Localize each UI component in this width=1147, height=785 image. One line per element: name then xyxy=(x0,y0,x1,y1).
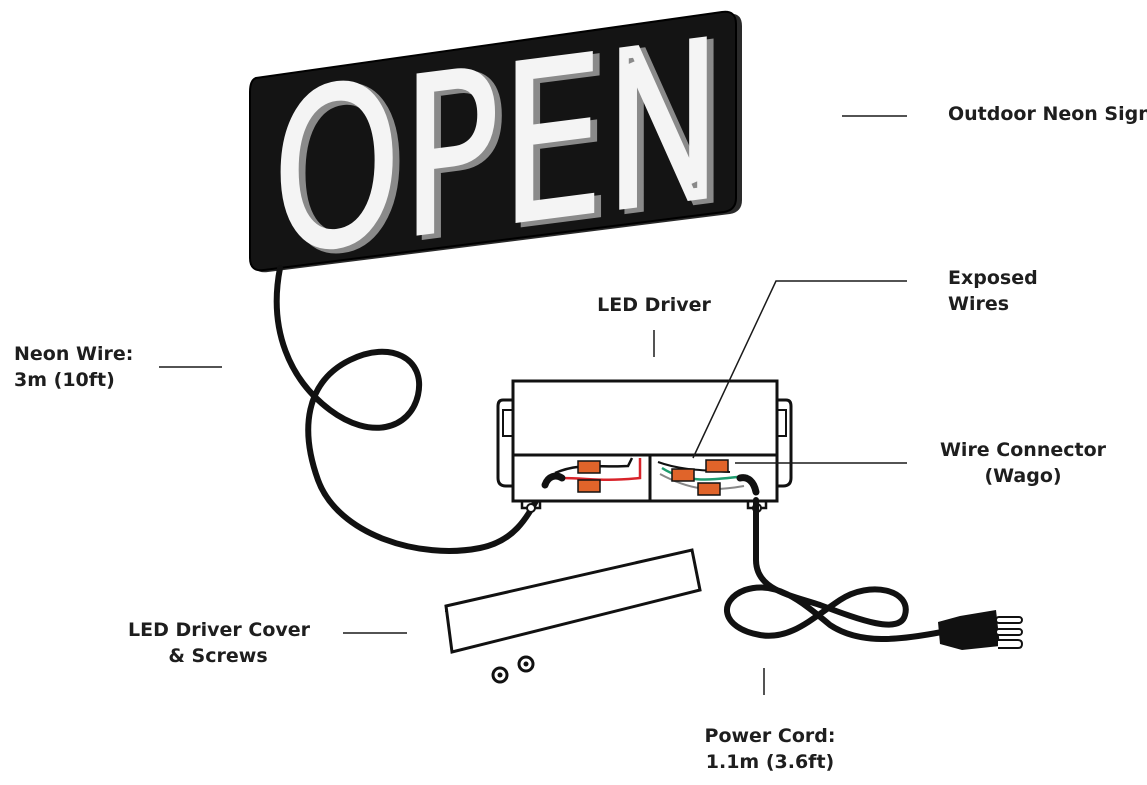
wago-connector xyxy=(577,460,601,474)
wago-connector xyxy=(577,479,601,493)
label-exposed-wires: Exposed Wires xyxy=(948,265,1038,317)
label-text: 3m (10ft) xyxy=(14,369,115,391)
label-text: Wire Connector xyxy=(939,439,1107,461)
label-wire-connector: Wire Connector (Wago) xyxy=(938,437,1108,489)
wago-connector xyxy=(705,459,729,473)
sign-letters-front: OPEN xyxy=(272,0,727,297)
label-text: & Screws xyxy=(168,645,268,667)
label-text: Power Cord: xyxy=(704,725,836,747)
label-text: LED Driver xyxy=(597,294,711,316)
outdoor-neon-sign: OPEN OPEN xyxy=(249,0,742,307)
wago-connector xyxy=(697,482,721,496)
label-led-driver: LED Driver xyxy=(596,292,712,318)
led-driver xyxy=(496,379,793,513)
label-power-cord: Power Cord: 1.1m (3.6ft) xyxy=(700,723,840,775)
label-text: LED Driver Cover xyxy=(128,619,311,641)
label-text: Exposed xyxy=(948,267,1038,289)
label-text: (Wago) xyxy=(984,465,1062,487)
screw-icon xyxy=(491,666,509,684)
label-neon-wire: Neon Wire: 3m (10ft) xyxy=(14,341,133,393)
label-text: Neon Wire: xyxy=(14,343,134,365)
screw-icon xyxy=(517,655,535,673)
label-outdoor-neon-sign: Outdoor Neon Sign xyxy=(948,101,1147,127)
led-driver-cover xyxy=(444,548,702,654)
label-text: Wires xyxy=(948,293,1010,315)
label-text: Outdoor Neon Sign xyxy=(948,103,1147,125)
sign-panel xyxy=(249,10,737,272)
leader-lines xyxy=(159,115,907,695)
wago-connector xyxy=(671,468,695,482)
label-text: 1.1m (3.6ft) xyxy=(705,751,835,773)
neon-wire xyxy=(273,265,548,554)
plug-icon xyxy=(938,610,1024,650)
power-cord xyxy=(724,497,945,642)
label-led-driver-cover: LED Driver Cover & Screws xyxy=(128,617,311,669)
